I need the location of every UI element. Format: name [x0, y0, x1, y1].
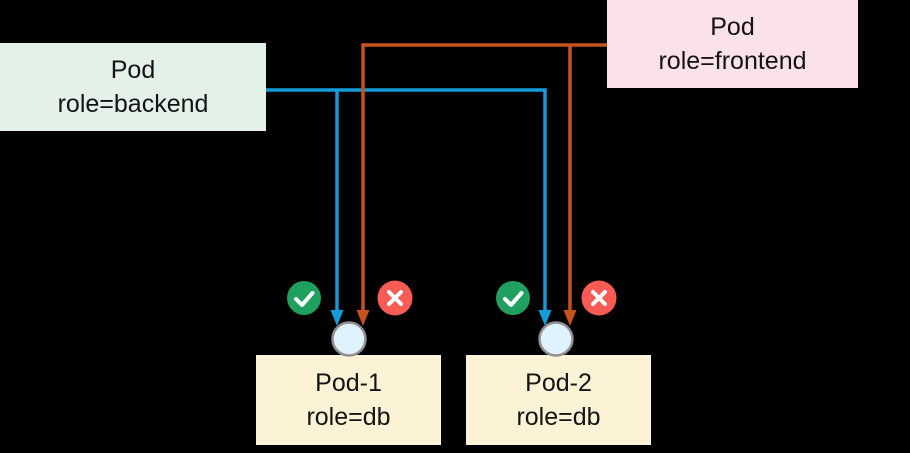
pod2-port-ring — [538, 321, 574, 357]
pod2-allowed-badge — [496, 281, 530, 315]
pod-frontend-title: Pod — [710, 13, 755, 41]
pod1-db-node: Pod-1 role=db — [256, 355, 441, 445]
frontend-to-pod1-edge — [361, 43, 607, 312]
cross-glyph — [387, 290, 403, 306]
pod-backend-title: Pod — [110, 56, 156, 84]
frontend-to-pod2-arrowhead-icon — [563, 310, 577, 326]
frontend-flow-edges — [356, 43, 607, 326]
pod-frontend-node: Pod role=frontend — [607, 0, 858, 88]
backend-to-pod1-arrowhead-icon — [330, 310, 344, 326]
check-icon — [496, 281, 530, 315]
pod1-label: role=db — [306, 403, 391, 431]
cross-icon — [581, 280, 617, 316]
pod-backend-node: Pod role=backend — [0, 43, 266, 131]
pod1-title: Pod-1 — [315, 369, 382, 397]
check-glyph — [294, 291, 315, 307]
pod2-label: role=db — [516, 403, 601, 431]
backend-flow-edges — [266, 88, 552, 326]
pod2-denied-badge — [581, 280, 617, 316]
check-glyph — [503, 291, 524, 307]
frontend-to-pod1-arrowhead-icon — [356, 310, 370, 326]
backend-to-pod2-arrowhead-icon — [538, 310, 552, 326]
pod2-db-node: Pod-2 role=db — [466, 355, 651, 445]
pod1-port-circle-icon — [332, 322, 366, 356]
pod1-allowed-badge — [287, 281, 321, 315]
pod-frontend-label: role=frontend — [658, 47, 807, 75]
pod1-port-ring — [331, 321, 367, 357]
cross-icon — [377, 280, 413, 316]
pod2-port-circle-icon — [539, 322, 573, 356]
pod1-denied-badge — [377, 280, 413, 316]
pod2-title: Pod-2 — [525, 369, 592, 397]
cross-glyph — [591, 290, 607, 306]
pod-backend-label: role=backend — [57, 90, 209, 118]
backend-to-pod2-edge — [266, 88, 547, 312]
check-icon — [287, 281, 321, 315]
